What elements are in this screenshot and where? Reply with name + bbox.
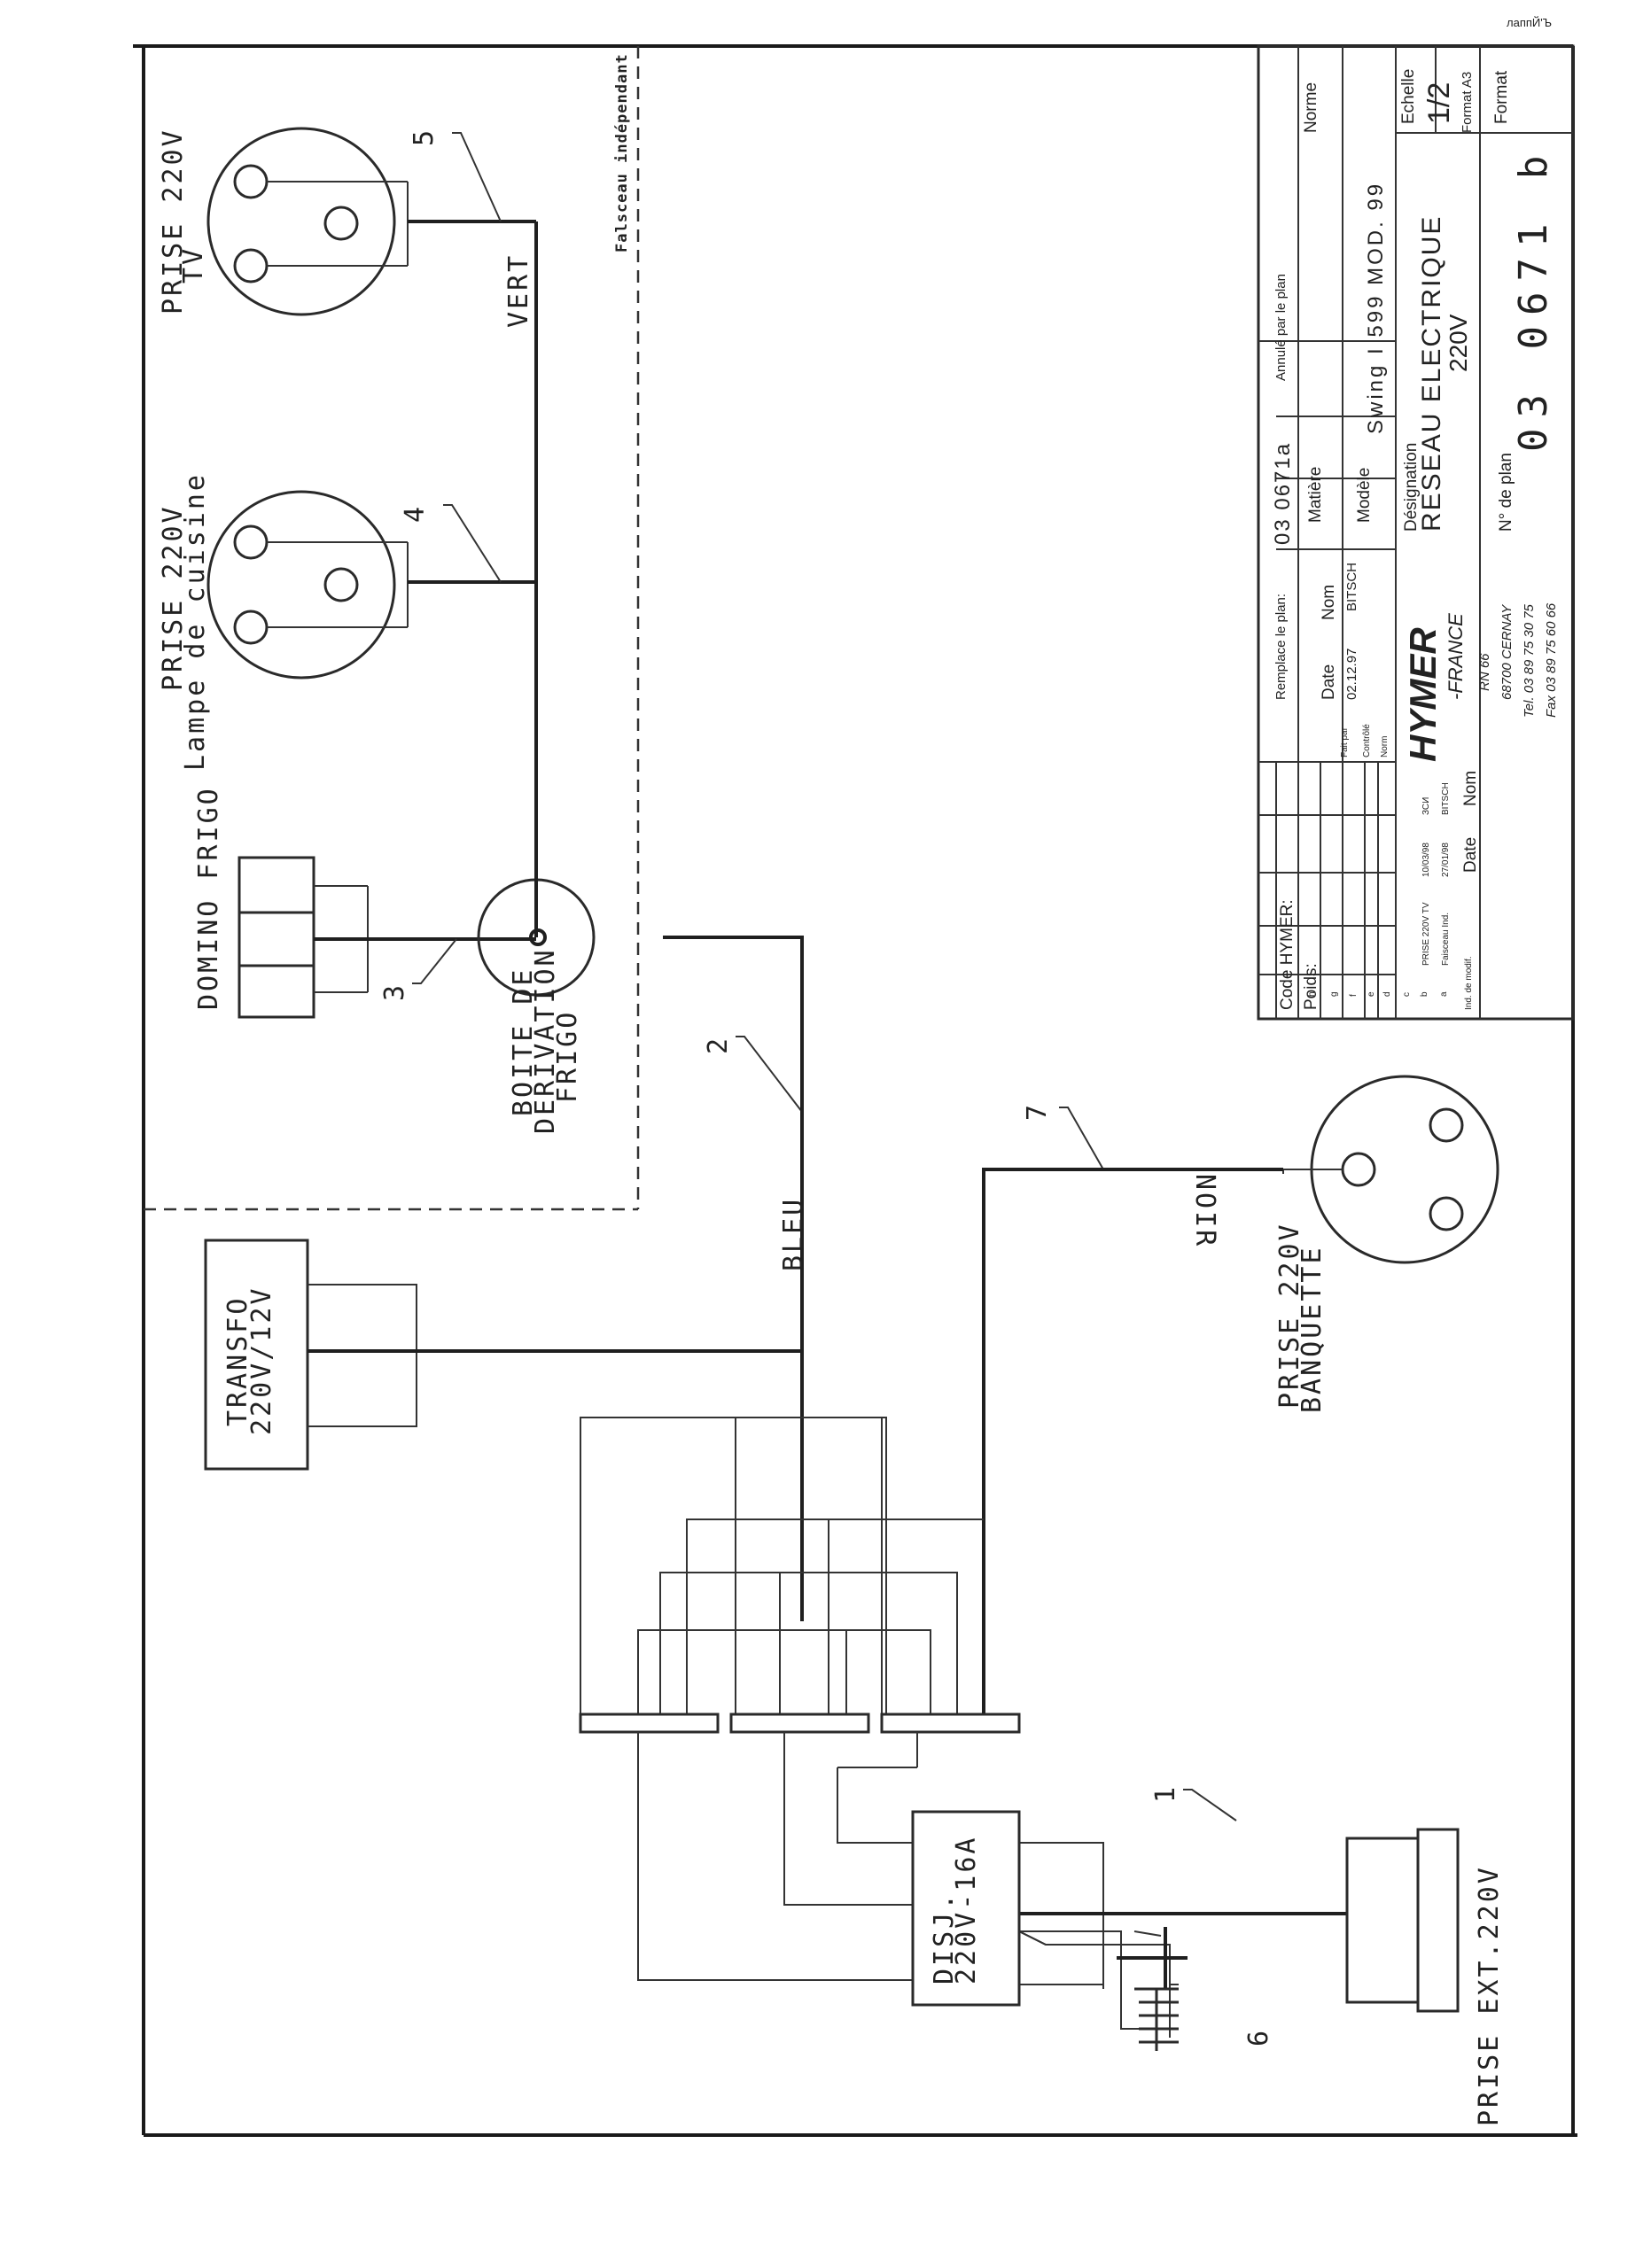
wire-number-4: 4 — [400, 507, 431, 523]
wire-number-5: 5 — [409, 130, 440, 146]
wire-number-1: 1 — [1150, 1787, 1181, 1803]
rev-header-nom: Nom — [1461, 771, 1480, 806]
external-inlet — [1345, 1828, 1460, 2013]
outlet-tv-label-1: PRISE 220V — [158, 128, 189, 315]
breaker-label-1: DISJ. — [929, 1891, 960, 1984]
company-logo-name: HYMER — [1402, 627, 1444, 762]
breaker-label-2: 220V-16A — [951, 1836, 982, 1985]
earth-ground-symbol — [1117, 1927, 1188, 2051]
independent-harness-boundary — [144, 46, 640, 1211]
corner-note: лаппЙ'Ъ — [1507, 16, 1552, 29]
banquette-label-1: PRISE 220V — [1274, 1222, 1305, 1409]
tb-code-label: Code HYMER: — [1278, 899, 1297, 1010]
outlet-tv — [206, 127, 409, 316]
domino-label: DOMINO FRIGO — [193, 786, 224, 1010]
rev-ind-d: d — [1382, 991, 1392, 997]
tb-nom-header: Nom — [1320, 585, 1338, 620]
tb-norm-label: Norm — [1380, 736, 1390, 757]
company-address-3: Tel. 03 89 75 30 75 — [1522, 603, 1537, 718]
ext-inlet-label: PRISE EXT.220V — [1474, 1865, 1505, 2126]
rev-header-date: Date — [1461, 837, 1480, 873]
banquette-label-2: BANQUETTE — [1297, 1245, 1328, 1413]
tb-annule-label: Annulé par le plan — [1273, 274, 1289, 381]
tb-plan-no-label: N° de plan — [1497, 453, 1515, 532]
wire-number-7: 7 — [1022, 1105, 1053, 1121]
tb-echelle-value: 1/2 — [1422, 82, 1456, 124]
tb-designation-value-2: 220V — [1445, 314, 1472, 372]
company-address-2: 68700 CERNAY — [1499, 604, 1515, 700]
tb-fait-par-label: Fait par — [1340, 726, 1350, 757]
rev-date-a: 27/01/98 — [1441, 843, 1451, 877]
tb-fait-par-nom: BITSCH — [1344, 563, 1359, 611]
rev-nom-a: BITSCH — [1441, 782, 1451, 815]
company-address-4: Fax 03 89 75 60 66 — [1544, 602, 1559, 718]
outlet-tv-label-2: TV — [178, 246, 209, 284]
outlet-kitchen-label-2: Lampe de cuisine — [180, 472, 211, 771]
rev-ind-b: b — [1420, 991, 1429, 997]
tb-designation-label: Désignation — [1402, 443, 1421, 532]
tb-controle-label: Contrôlé — [1362, 724, 1372, 757]
title-block — [1257, 44, 1575, 1021]
wire-number-2: 2 — [703, 1038, 734, 1054]
tb-designation-value-1: RESEAU ELECTRIQUE — [1417, 215, 1446, 532]
company-sub: -FRANCE — [1445, 613, 1467, 700]
tb-format-label: Format — [1492, 70, 1511, 124]
tb-fait-par-date: 02.12.97 — [1344, 649, 1359, 700]
tb-modele-label: Modèle — [1355, 468, 1374, 523]
breaker — [637, 1732, 1347, 2030]
rev-ind-a: a — [1439, 991, 1449, 997]
tb-date-header: Date — [1320, 664, 1338, 700]
tb-remplace-value: 03 0671a — [1271, 442, 1295, 545]
rev-ind-c: c — [1402, 992, 1412, 997]
wire-color-bleu: BLEU — [778, 1197, 809, 1271]
junction-label-3: FRIGO — [552, 1010, 583, 1103]
outlet-kitchen-label-1: PRISE 220V — [158, 504, 189, 691]
transfo-label-1: TRANSFO — [222, 1296, 253, 1426]
rev-desc-b: PRISE 220V TV — [1421, 902, 1431, 966]
rev-date-b: 10/03/98 — [1421, 843, 1431, 877]
terminal-bus — [580, 1417, 984, 1714]
rev-ind-h: h — [1307, 991, 1317, 997]
tb-echelle-label: Echelle — [1399, 69, 1418, 124]
wire-number-3: 3 — [379, 985, 410, 1001]
tb-modele-value: Swing I 599 MOD. 99 — [1364, 182, 1388, 434]
rev-nom-b: ЗСИ — [1421, 797, 1431, 815]
terminal-strips — [579, 1713, 1021, 1734]
outlet-banquette — [982, 1075, 1499, 1714]
company-address-1: RN 66 — [1477, 653, 1492, 691]
junction-label-1: BOITE DE — [508, 967, 539, 1117]
wire-number-leaders — [412, 132, 1237, 2038]
drawing-frame — [133, 44, 1577, 2137]
tb-matiere-label: Matière — [1306, 467, 1325, 523]
revision-table: i h g f e d c b PRISE 220V TV 10/03/98 З… — [1285, 771, 1480, 1010]
junction-label-2: DERIVATION — [530, 947, 561, 1134]
tb-remplace-label: Remplace le plan: — [1273, 594, 1289, 700]
rev-header-ind: Ind. de modif. — [1464, 956, 1474, 1010]
tb-format-a3-label: Format A3 — [1460, 72, 1475, 133]
rev-ind-f: f — [1349, 994, 1359, 997]
tb-plan-no-value: 03 0671 b — [1511, 145, 1556, 452]
wire-color-noir: NOIR — [1189, 1174, 1220, 1248]
wire-bleu — [663, 936, 804, 1621]
tb-poids-label: Poids: — [1302, 963, 1320, 1010]
tb-norme-label: Norme — [1302, 82, 1320, 133]
transfo-label-2: 220V/12V — [246, 1286, 277, 1436]
wire-color-vert: VERT — [503, 253, 534, 328]
rev-ind-i: i — [1285, 995, 1295, 997]
junction-box-frigo — [408, 220, 596, 997]
domino-frigo — [238, 856, 536, 1019]
transformer — [204, 1239, 802, 1471]
rev-desc-a: Faisceau Ind. — [1441, 913, 1451, 966]
outlet-kitchen-lamp — [206, 490, 409, 680]
wire-number-6: 6 — [1243, 2031, 1274, 2047]
faisceau-label: Falsceau indépendant — [613, 53, 631, 252]
breaker-body — [911, 1810, 1021, 2007]
rev-ind-e: e — [1367, 991, 1376, 997]
rev-ind-g: g — [1329, 991, 1339, 997]
